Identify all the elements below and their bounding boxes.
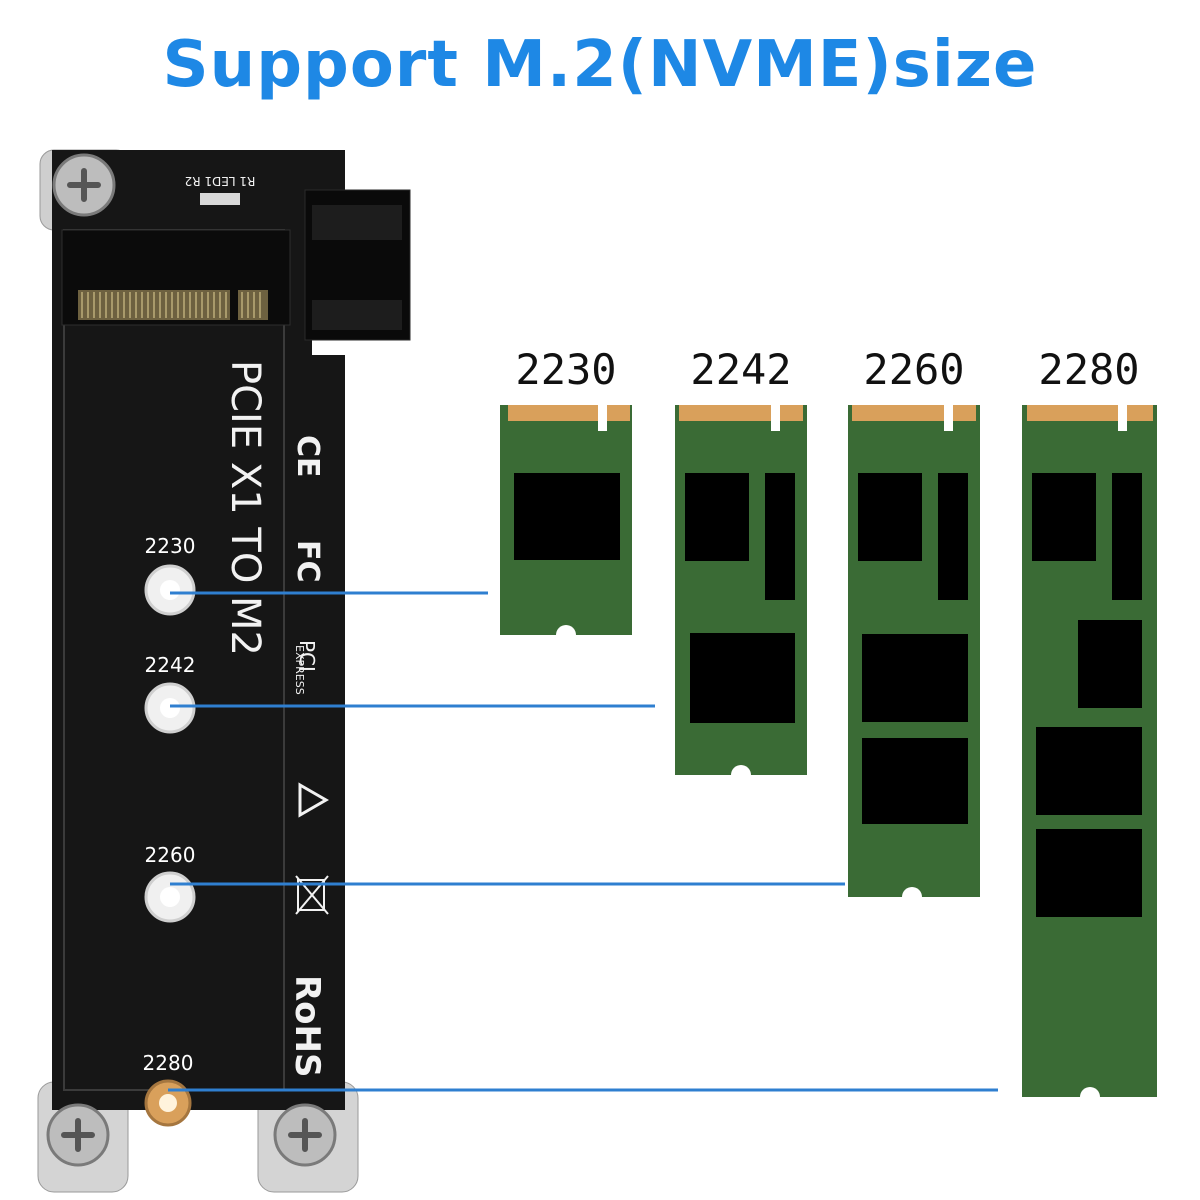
pcie-logo-subtext: EXPRESS [293,645,306,695]
pcie-logo-text: PCI [295,640,319,672]
m2-card-2260 [848,405,980,907]
ce-mark: CE [290,435,325,478]
adapter-board [52,150,345,1110]
m2-card-2230 [500,405,632,645]
card-label-2230: 2230 [515,345,617,394]
mount-hole-2280 [144,1079,192,1127]
mount-hole-2260 [144,871,196,923]
screw-bottom-right-icon [273,1103,337,1167]
rohs-mark: RoHS [287,975,327,1077]
screw-top-left-icon [52,153,116,217]
mount-hole-2230 [144,564,196,616]
m2-card-2242 [675,405,807,785]
esd-warning-icon [298,782,330,818]
hole-label-2260: 2260 [145,843,196,867]
m2-slot-connector [61,229,291,326]
fc-mark: FC [290,540,325,583]
mount-hole-2242 [144,682,196,734]
led-indicator [200,193,240,205]
board-print-main: PCIE X1 TO M2 [222,360,268,656]
m2-card-2280 [1022,405,1157,1107]
card-label-2280: 2280 [1038,345,1140,394]
screw-bottom-left-icon [46,1103,110,1167]
hole-label-2230: 2230 [145,534,196,558]
hole-label-2280: 2280 [143,1051,194,1075]
weee-bin-icon [295,875,329,915]
card-label-2242: 2242 [690,345,792,394]
silkscreen-led-text: R1 LED1 R2 [185,174,256,188]
card-label-2260: 2260 [863,345,965,394]
pcie-edge-connector [304,189,411,341]
page-title: Support M.2(NVME)size [162,28,1038,102]
hole-label-2242: 2242 [145,653,196,677]
